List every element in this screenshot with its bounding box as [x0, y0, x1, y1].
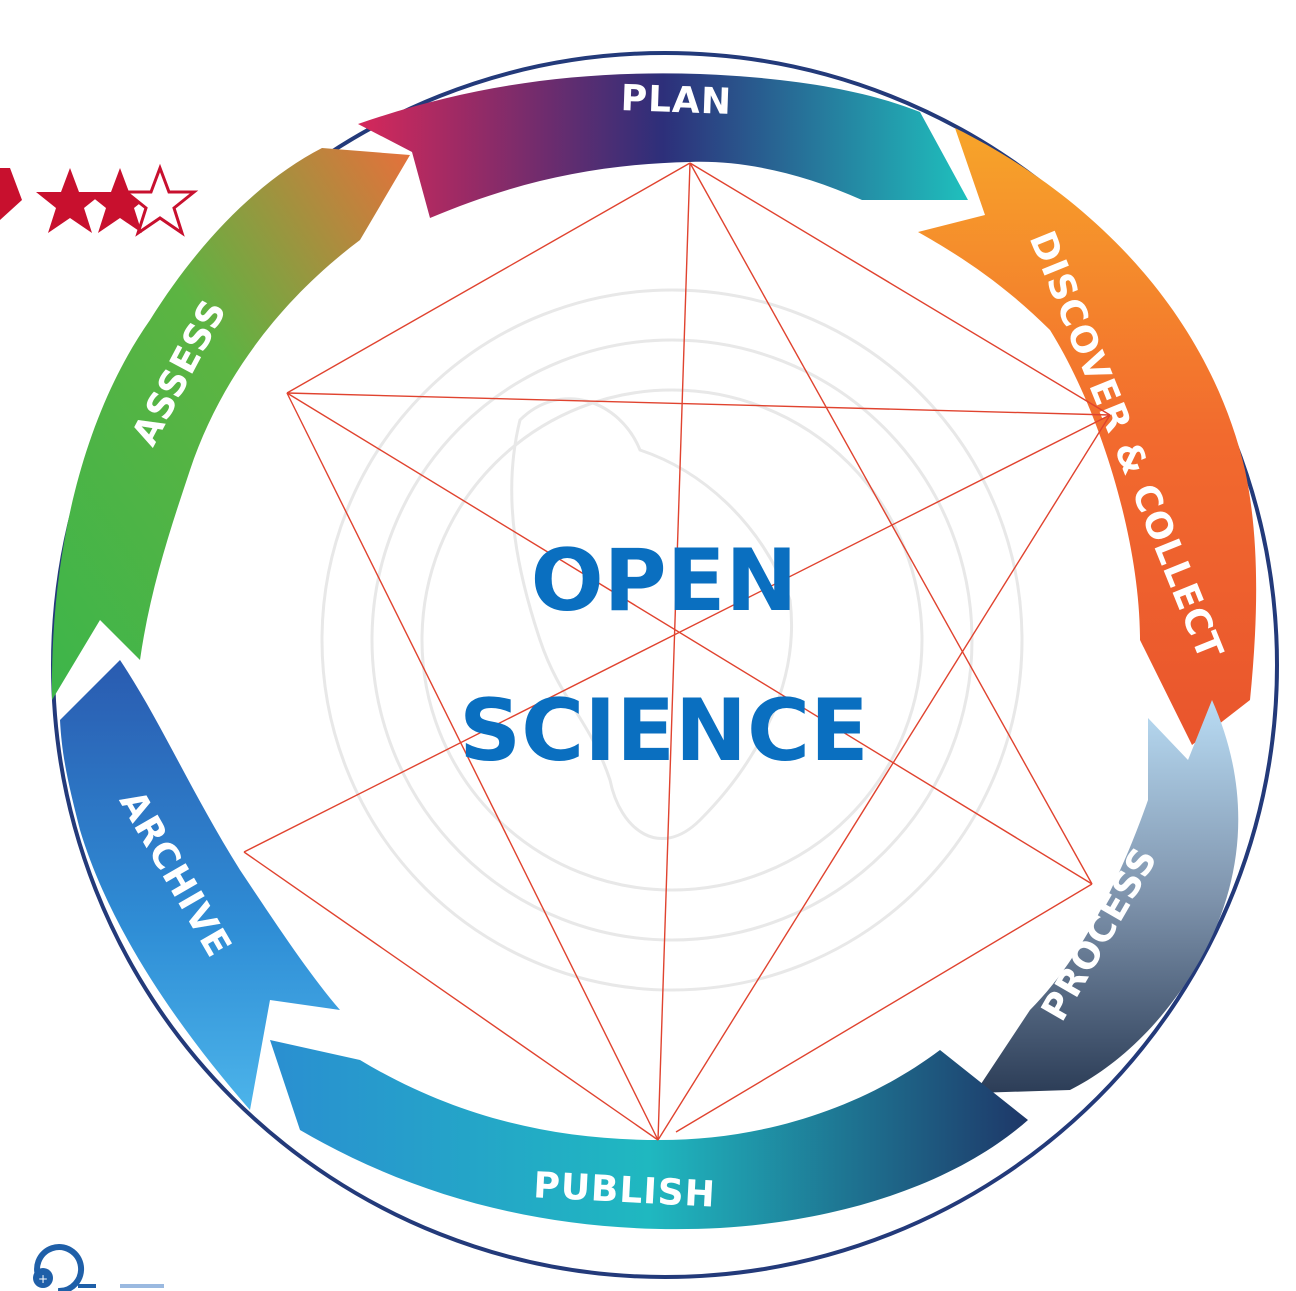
stage-arrow-assess: [51, 148, 410, 700]
connector-line: [689, 162, 1093, 885]
connector-line: [243, 414, 1111, 853]
stage-arrow-discover-collect: [918, 128, 1257, 745]
stage-arrow-process: [975, 700, 1239, 1093]
connector-lines: [243, 162, 1111, 1141]
stage-label-publish: PUBLISH: [532, 1165, 716, 1215]
center-title-open: OPEN: [531, 531, 798, 631]
stage-arrow-plan: [358, 73, 968, 218]
star-filled-icon: [86, 168, 154, 233]
connector-line: [286, 392, 1093, 885]
connector-line: [243, 851, 659, 1141]
center-title-science: SCIENCE: [459, 681, 869, 781]
stage-arrow-archive: [60, 660, 340, 1110]
connector-line: [286, 162, 691, 394]
star-outline-icon: [121, 163, 199, 237]
connector-line: [286, 392, 1111, 416]
logo-icon: +: [33, 1244, 164, 1291]
stage-arrow-publish: [270, 1040, 1028, 1230]
globe-watermark: [320, 288, 1024, 992]
connector-line: [675, 883, 1093, 1133]
stage-label-plan: PLAN: [620, 78, 733, 123]
connector-line: [657, 414, 1111, 1141]
star-rating: [0, 163, 199, 237]
star-filled-icon: [36, 168, 104, 233]
connector-line: [286, 392, 659, 1141]
star-filled-icon: [0, 168, 22, 220]
connector-line: [689, 162, 1111, 416]
svg-text:+: +: [38, 1272, 48, 1286]
connector-line: [657, 162, 691, 1141]
